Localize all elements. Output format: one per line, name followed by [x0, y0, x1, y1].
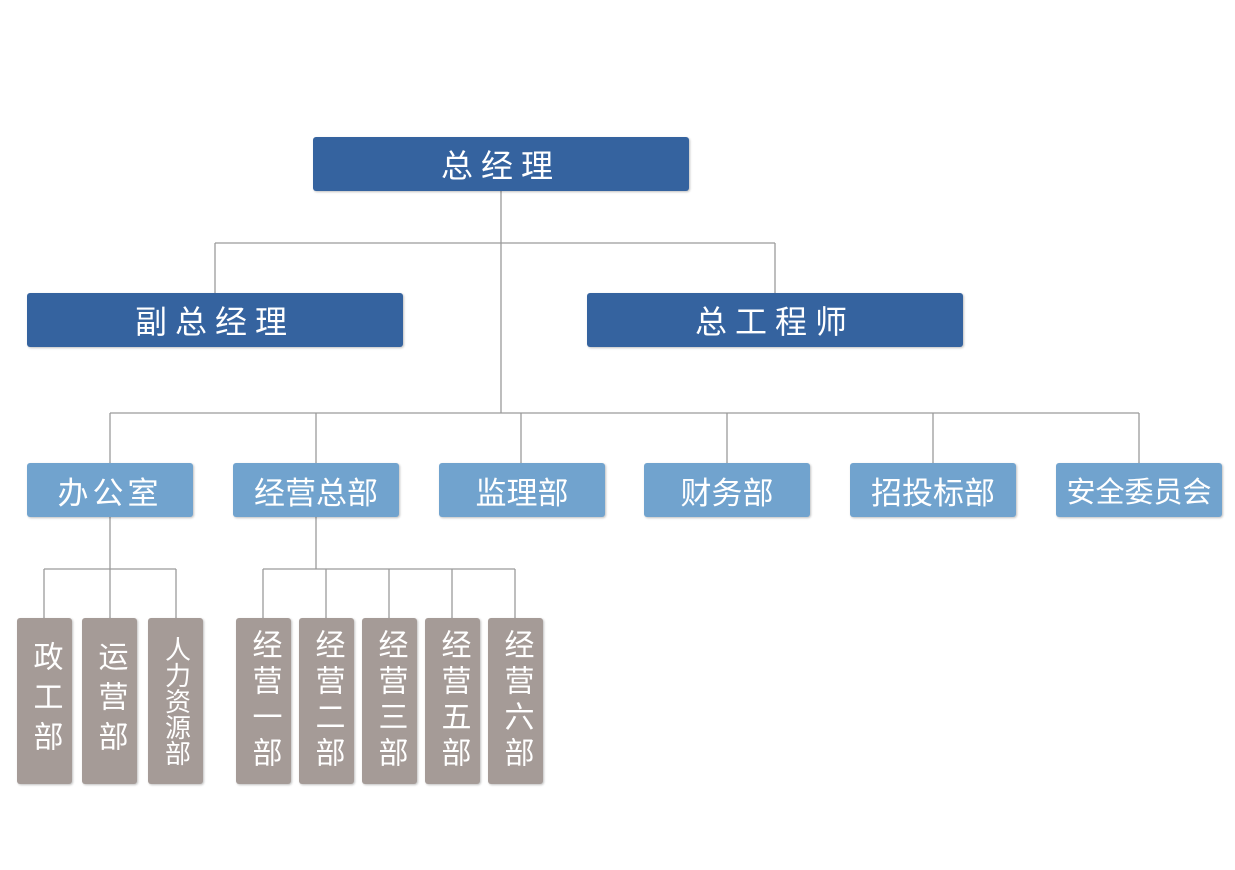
node-finance: 财务部	[644, 463, 810, 517]
node-label: 政工部	[27, 641, 63, 761]
node-label: 经营二部	[309, 629, 345, 773]
node-label: 运营部	[92, 641, 128, 761]
node-label: 经营一部	[246, 629, 282, 773]
node-operations-dept: 运营部	[82, 618, 137, 784]
node-business-dept-3: 经营三部	[362, 618, 417, 784]
node-deputy-general-manager: 副总经理	[27, 293, 403, 347]
node-label: 经营六部	[498, 629, 534, 773]
node-business-dept-6: 经营六部	[488, 618, 543, 784]
node-chief-engineer: 总工程师	[587, 293, 963, 347]
node-business-dept-2: 经营二部	[299, 618, 354, 784]
node-political-dept: 政工部	[17, 618, 72, 784]
node-supervision: 监理部	[439, 463, 605, 517]
node-bidding: 招投标部	[850, 463, 1016, 517]
node-business-dept-1: 经营一部	[236, 618, 291, 784]
node-safety-committee: 安全委员会	[1056, 463, 1222, 517]
node-label: 经营五部	[435, 629, 471, 773]
node-hr-dept: 人力资源部	[148, 618, 203, 784]
node-business-hq: 经营总部	[233, 463, 399, 517]
node-label: 人力资源部	[160, 636, 191, 766]
node-office: 办公室	[27, 463, 193, 517]
node-general-manager: 总经理	[313, 137, 689, 191]
node-business-dept-5: 经营五部	[425, 618, 480, 784]
node-label: 经营三部	[372, 629, 408, 773]
